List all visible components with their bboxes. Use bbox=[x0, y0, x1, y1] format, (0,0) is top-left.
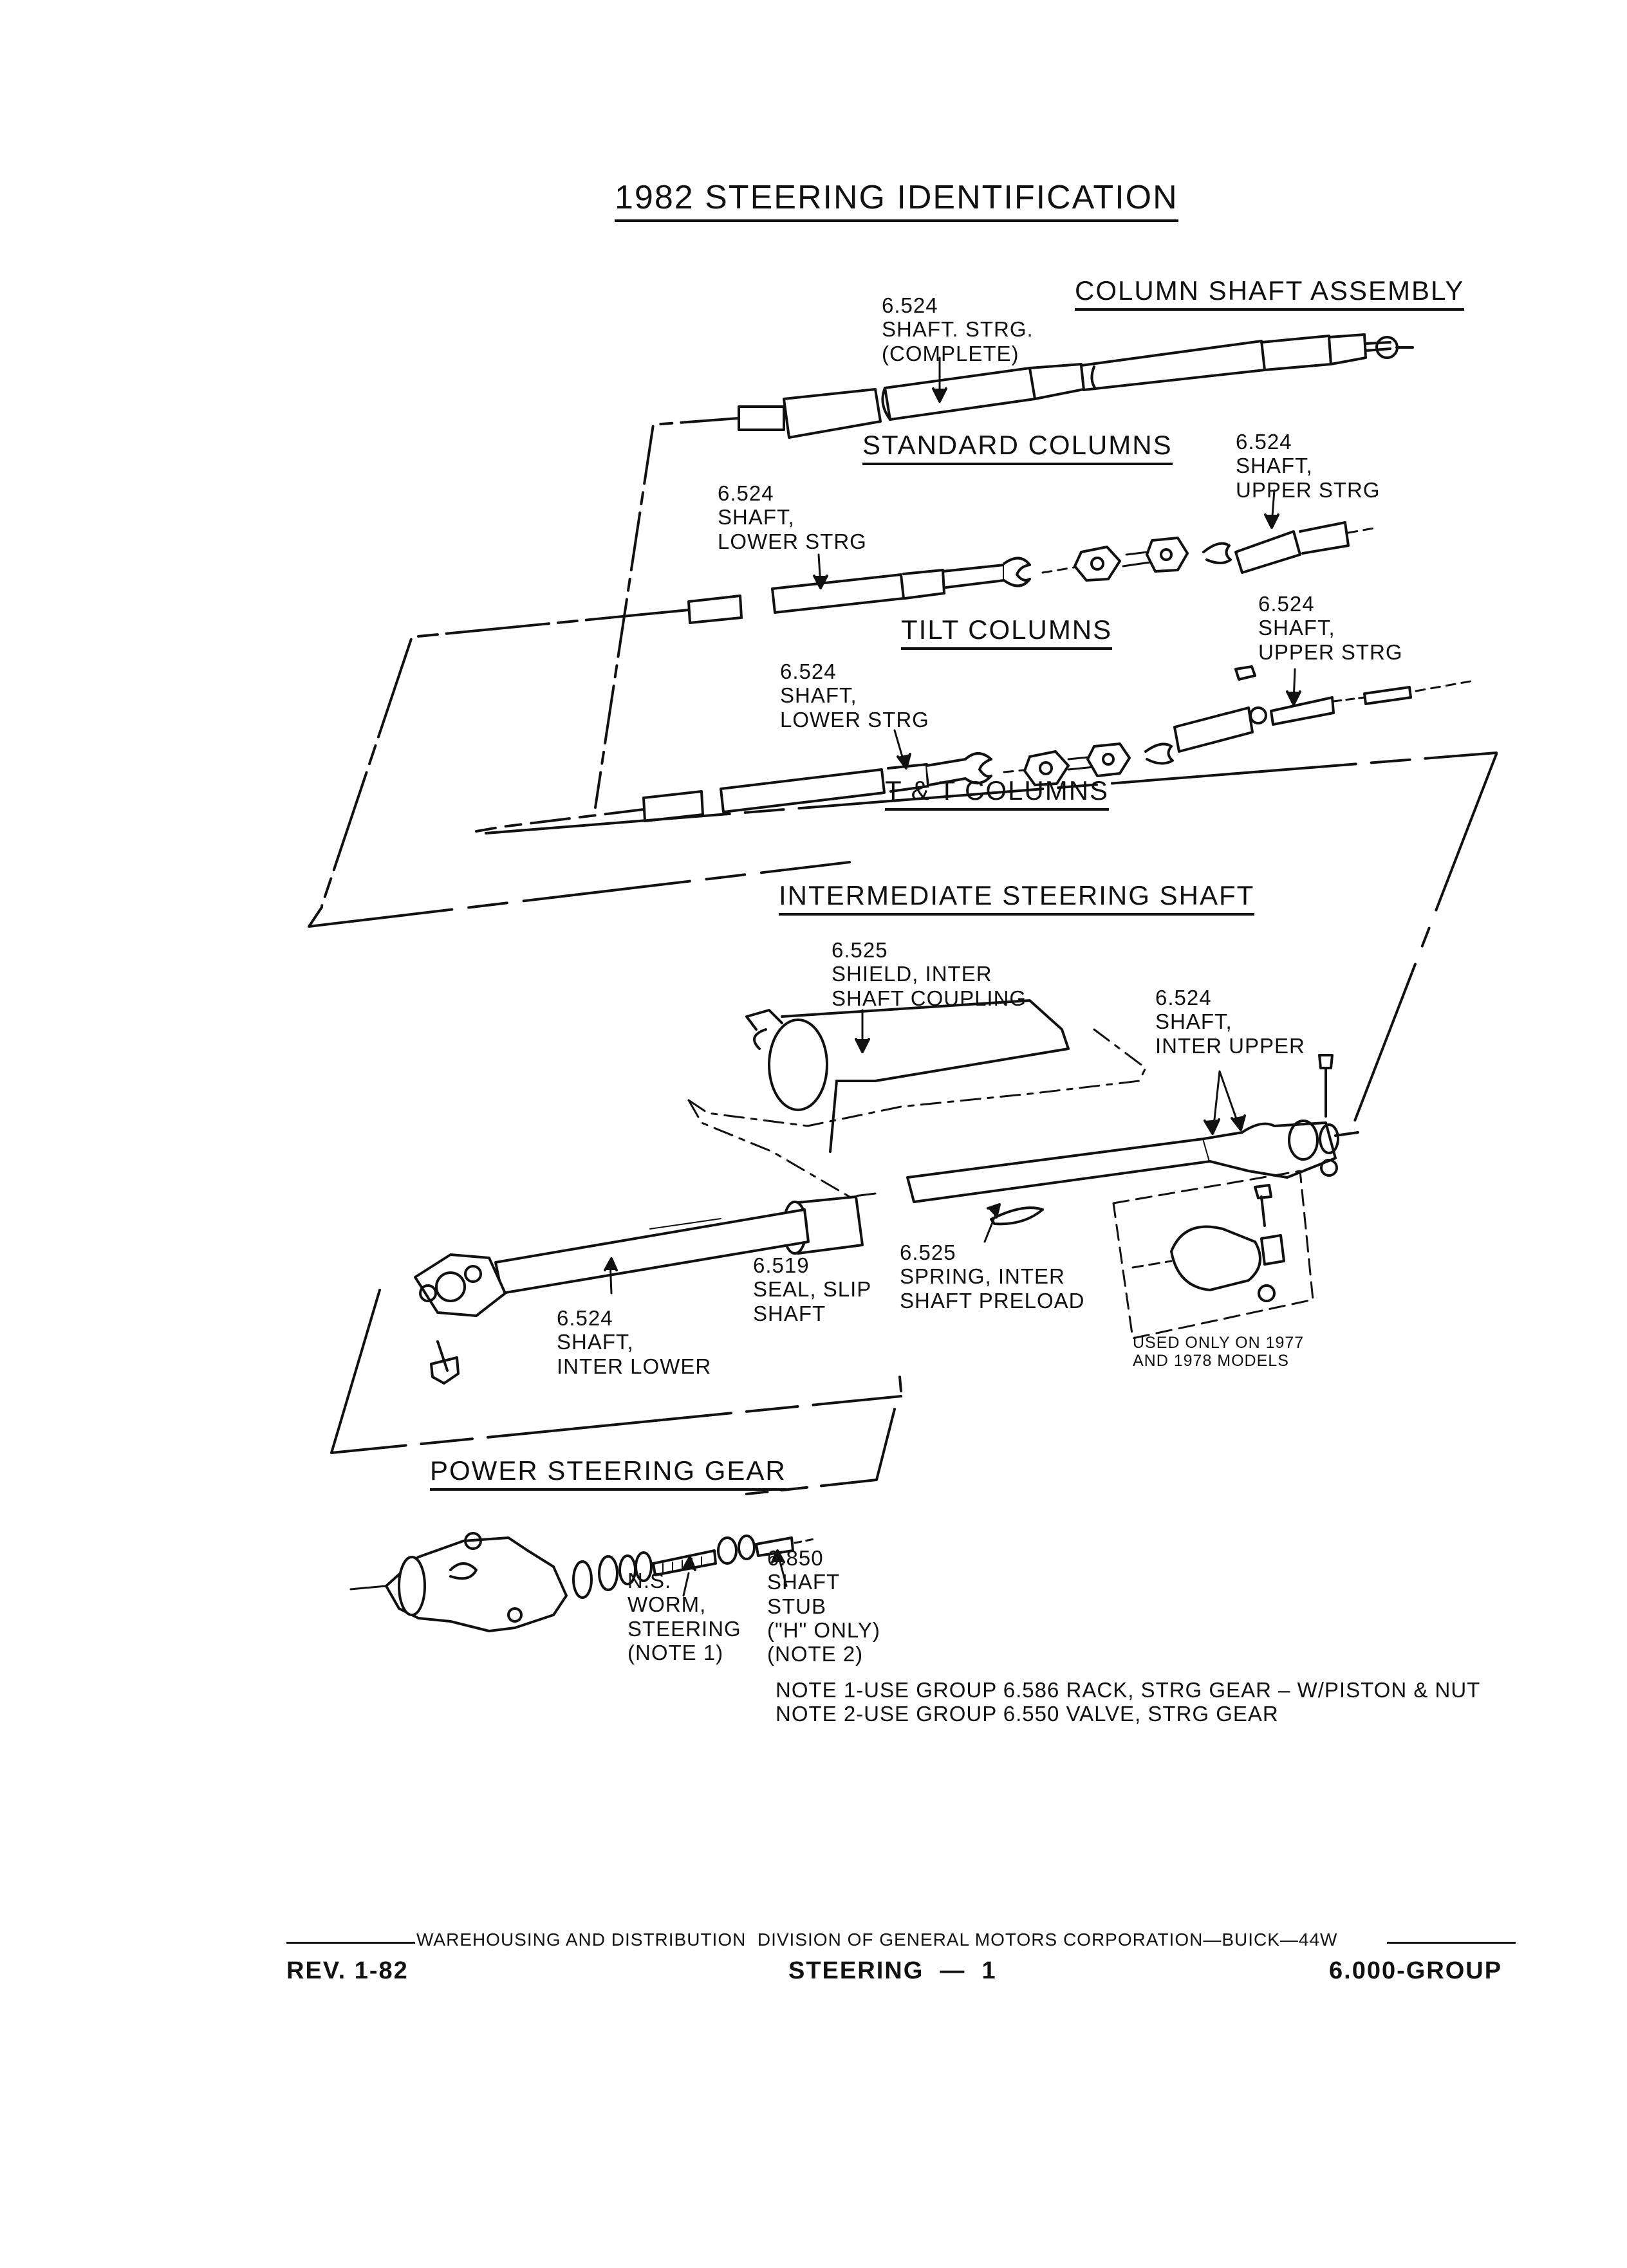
part-name: SHAFT, bbox=[718, 505, 795, 530]
section-column-shaft-assembly: COLUMN SHAFT ASSEMBLY bbox=[1075, 275, 1465, 311]
part-name: SHAFT, bbox=[1236, 454, 1313, 478]
footer-page: STEERING — 1 bbox=[788, 1957, 997, 1984]
part-number: 6.524 bbox=[557, 1306, 613, 1330]
part-number: 6.524 bbox=[882, 293, 938, 317]
part-number: 6.519 bbox=[753, 1253, 810, 1277]
footer-division: WAREHOUSING AND DISTRIBUTION DIVISION OF… bbox=[416, 1930, 1338, 1950]
tilt-columns-drawing bbox=[642, 665, 1475, 822]
part-qualifier: INTER UPPER bbox=[1155, 1033, 1305, 1058]
part-name: SHAFT, bbox=[1155, 1010, 1232, 1034]
part-qualifier: SHAFT COUPLING bbox=[832, 986, 1027, 1010]
part-name: STUB bbox=[767, 1594, 827, 1618]
part-name: SHAFT, bbox=[1258, 616, 1335, 640]
part-name: WORM, bbox=[628, 1592, 707, 1617]
footer-rule-left bbox=[286, 1942, 415, 1944]
part-qualifier: LOWER STRG bbox=[718, 529, 867, 553]
part-name: SHAFT. STRG. bbox=[882, 317, 1034, 342]
part-qualifier: SHAFT PRELOAD bbox=[900, 1288, 1085, 1313]
part-name: STEERING bbox=[628, 1616, 741, 1641]
part-number: 6.524 bbox=[1236, 430, 1292, 454]
part-note: (NOTE 2) bbox=[767, 1642, 864, 1666]
part-name: SEAL, SLIP bbox=[753, 1277, 872, 1302]
power-steering-gear-drawing bbox=[349, 1532, 815, 1632]
part-number: 6.524 bbox=[780, 659, 837, 683]
part-number: N.S. bbox=[628, 1569, 672, 1592]
footer-group: 6.000-GROUP bbox=[1329, 1957, 1503, 1984]
section-standard-columns: STANDARD COLUMNS bbox=[862, 430, 1173, 466]
section-power-steering-gear: POWER STEERING GEAR bbox=[430, 1455, 786, 1491]
part-number: 6.524 bbox=[1258, 592, 1315, 616]
column-shaft-assembly-drawing bbox=[738, 333, 1414, 439]
footer-revision: REV. 1-82 bbox=[286, 1957, 409, 1984]
part-qualifier: SHAFT bbox=[753, 1301, 826, 1325]
part-number: 6.524 bbox=[1155, 986, 1212, 1010]
page-title: 1982 STEERING IDENTIFICATION bbox=[615, 179, 1178, 222]
part-name: SHAFT, bbox=[780, 683, 857, 708]
part-number: 6.524 bbox=[718, 481, 774, 505]
part-qualifier: (COMPLETE) bbox=[882, 341, 1019, 365]
part-note: (NOTE 1) bbox=[628, 1640, 724, 1664]
note-2: NOTE 2-USE GROUP 6.550 VALVE, STRG GEAR bbox=[776, 1702, 1279, 1726]
note-1: NOTE 1-USE GROUP 6.586 RACK, STRG GEAR –… bbox=[776, 1678, 1481, 1702]
part-qualifier: INTER LOWER bbox=[557, 1354, 712, 1378]
part-number: 6.525 bbox=[900, 1240, 956, 1264]
standard-columns-drawing bbox=[687, 489, 1379, 624]
part-name: SHAFT bbox=[767, 1570, 841, 1594]
footer-rule-right bbox=[1387, 1942, 1516, 1944]
part-qualifier: UPPER STRG bbox=[1258, 640, 1403, 664]
section-tt-columns: T & T COLUMNS bbox=[885, 775, 1110, 811]
connector-lines bbox=[308, 417, 1498, 1495]
used-only-line: USED ONLY ON 1977 bbox=[1133, 1334, 1305, 1352]
part-number: 6.525 bbox=[832, 938, 888, 962]
section-tilt-columns: TILT COLUMNS bbox=[901, 614, 1113, 650]
part-name: SHIELD, INTER bbox=[832, 962, 992, 986]
part-qualifier: LOWER STRG bbox=[780, 707, 929, 732]
intermediate-shaft-drawing bbox=[414, 999, 1359, 1385]
part-name: SHAFT, bbox=[557, 1330, 634, 1354]
part-qualifier: UPPER STRG bbox=[1236, 477, 1381, 502]
part-name: SPRING, INTER bbox=[900, 1264, 1065, 1289]
section-intermediate-steering-shaft: INTERMEDIATE STEERING SHAFT bbox=[779, 880, 1255, 916]
used-only-line: AND 1978 MODELS bbox=[1133, 1352, 1289, 1370]
part-number: 6.850 bbox=[767, 1546, 824, 1570]
label-steering-worm: N.S.WORM,STEERING(NOTE 1) bbox=[628, 1569, 741, 1664]
part-qualifier: ("H" ONLY) bbox=[767, 1618, 880, 1642]
